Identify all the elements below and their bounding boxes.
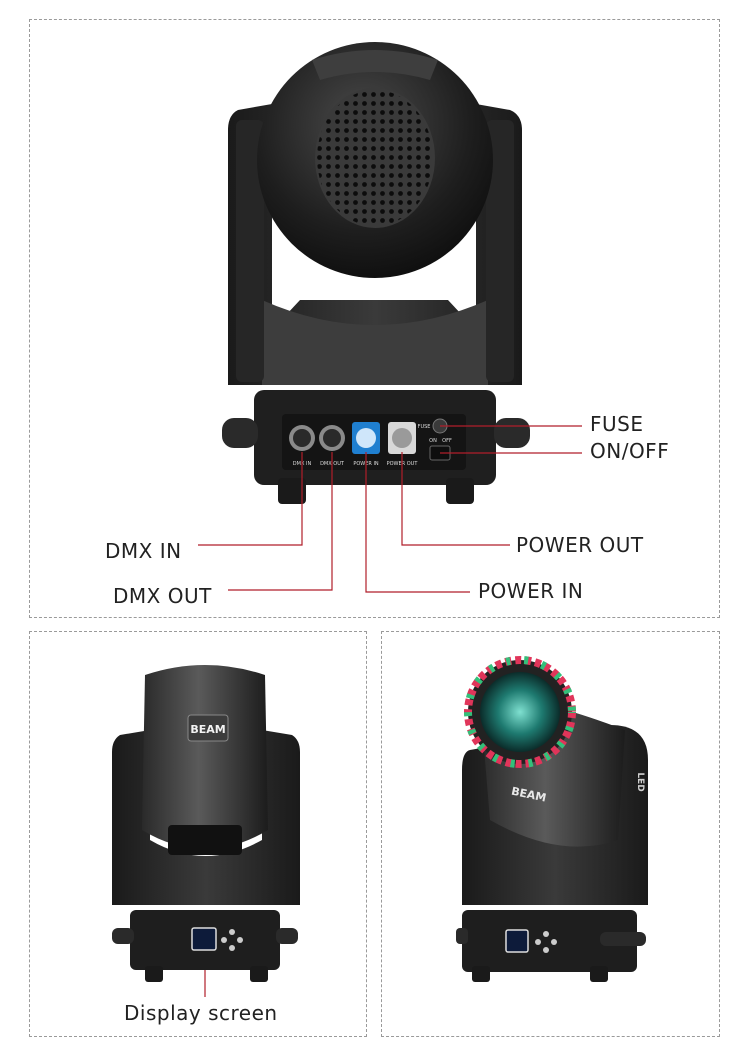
- beam-logo: BEAM: [190, 723, 225, 736]
- callout-fuse: FUSE: [590, 412, 644, 436]
- callout-display-screen: Display screen: [124, 1001, 278, 1025]
- fixture-side-view: [456, 656, 648, 982]
- logo-badge: [187, 714, 229, 742]
- panel-label-on: ON: [429, 438, 437, 444]
- fixture-back-view: [112, 665, 300, 982]
- panel-label-fuse: FUSE: [418, 424, 431, 430]
- fixture-rear-view: [222, 42, 530, 504]
- callout-power-out: POWER OUT: [516, 533, 644, 557]
- panel-label-off: OFF: [442, 438, 452, 444]
- callout-dmx-out: DMX OUT: [113, 584, 212, 608]
- callout-dmx-in: DMX IN: [105, 539, 182, 563]
- led-logo: LED: [635, 772, 645, 791]
- callout-power-in: POWER IN: [478, 579, 584, 603]
- callout-on-off: ON/OFF: [590, 439, 670, 463]
